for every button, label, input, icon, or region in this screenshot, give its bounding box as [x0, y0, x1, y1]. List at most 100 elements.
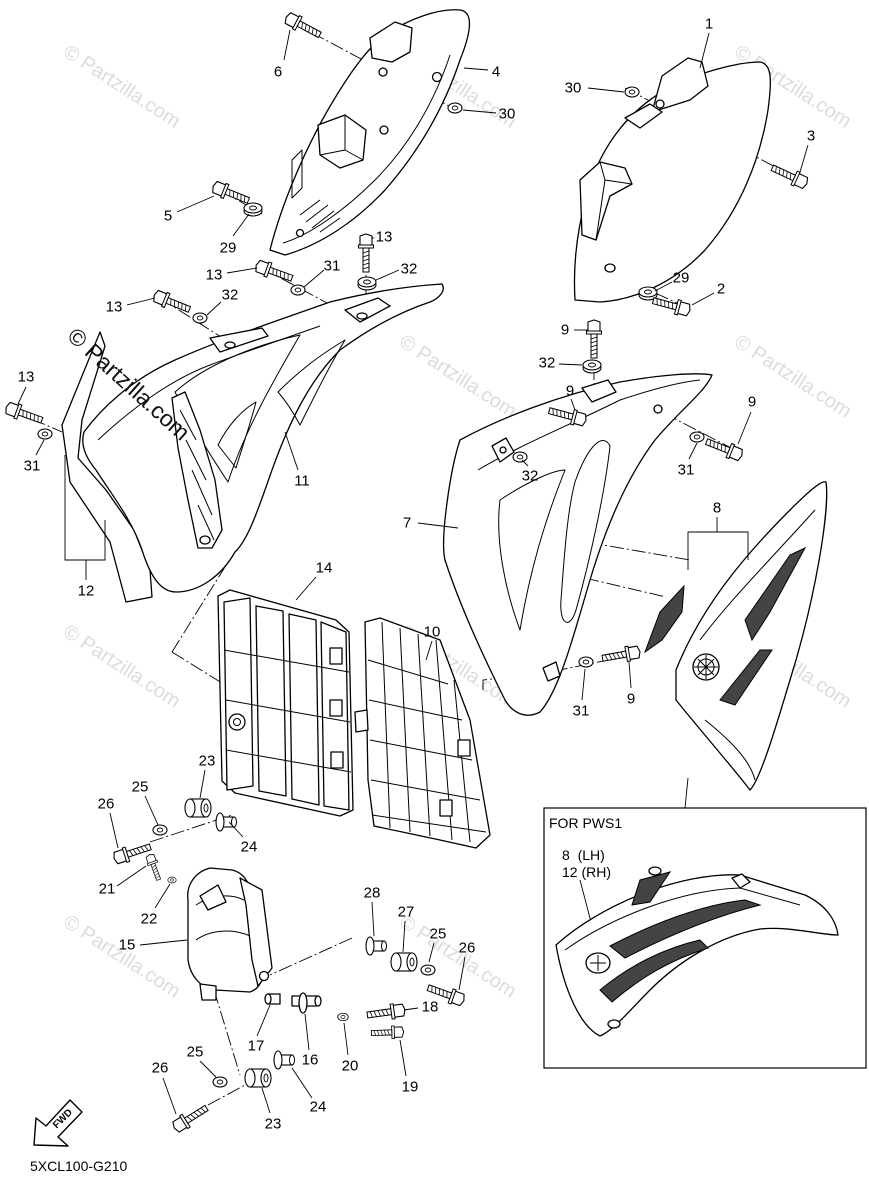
- callout-label: 20: [342, 1058, 359, 1075]
- callout-label: 19: [402, 1079, 419, 1096]
- cover-tab: [199, 884, 227, 911]
- leader-line: [154, 883, 171, 909]
- guard-slats: [223, 649, 352, 773]
- callout-label: 27: [398, 904, 415, 921]
- callout-label: 26: [98, 796, 115, 813]
- bracket-edge: [595, 161, 633, 241]
- washer-30-right: [624, 86, 640, 98]
- callout-label: 29: [220, 240, 237, 257]
- mount-hole: [356, 312, 368, 320]
- callout-label: 17: [248, 1038, 265, 1055]
- decal-small-piece: [643, 584, 685, 654]
- leader-line: [35, 439, 45, 456]
- callout-label: 8: [713, 500, 721, 517]
- leader-line: [17, 386, 27, 405]
- decal-graphic-block: [744, 546, 807, 642]
- callout-label: 7: [403, 515, 411, 532]
- collar-24: [273, 1050, 296, 1070]
- leader-line: [206, 301, 222, 316]
- guard-bars: [381, 621, 471, 843]
- washer-31: [689, 431, 705, 443]
- leader-line: [232, 213, 250, 237]
- shroud-raised-panel: [498, 469, 566, 631]
- louver: [255, 605, 287, 797]
- callout-label: 13: [376, 229, 393, 246]
- callout-label: 9: [627, 691, 635, 708]
- shroud-vent: [277, 339, 346, 426]
- callout-label: 10: [424, 624, 441, 641]
- leader-line: [199, 1060, 217, 1078]
- shroud-right-body: [443, 373, 713, 716]
- radiator-guard-10: [354, 617, 491, 849]
- leader-line: [628, 661, 632, 689]
- leader-line: [139, 939, 188, 946]
- decal-stripe: [704, 719, 756, 781]
- callout-label: 32: [222, 287, 239, 304]
- shroud-left-body: [82, 283, 444, 593]
- diagram-code: 5XCL100-G210: [30, 1158, 128, 1174]
- shroud-lower-tab: [542, 661, 561, 682]
- grommet-32: [357, 276, 377, 291]
- callout-label: 12: [78, 583, 95, 600]
- callout-label: 30: [565, 80, 582, 97]
- bolt-9: [703, 434, 746, 464]
- leader-line: [799, 144, 809, 173]
- leader-line: [261, 1087, 271, 1114]
- bolt-2: [650, 292, 693, 319]
- washer-31: [578, 656, 594, 668]
- radiator-guard-frame: [364, 617, 491, 849]
- bolt-3: [768, 160, 811, 192]
- leader-line: [228, 821, 244, 838]
- leader-line: [226, 267, 258, 274]
- callout-label: 24: [241, 839, 258, 856]
- lower-cover-15: [187, 867, 273, 1001]
- callouts-shroud-right: 9 32 9 9 31 32 7 8 9 31: [403, 322, 756, 720]
- leader-line: [162, 1077, 177, 1115]
- shroud-window: [217, 401, 257, 469]
- leader-line: [343, 1022, 349, 1056]
- callouts-side-cover-right: 1 30 3 29 2: [565, 16, 816, 298]
- leader-bracket: [687, 517, 749, 570]
- guard-boss: [228, 713, 246, 731]
- mount-hole: [648, 866, 662, 876]
- leader-line: [699, 32, 710, 69]
- callout-label: 32: [539, 355, 556, 372]
- bolt-18: [365, 1001, 407, 1023]
- watermark-text: © Partzilla.com: [59, 621, 184, 713]
- leader-line: [295, 576, 317, 601]
- washer-30-left: [447, 102, 463, 114]
- callout-label: 25: [187, 1044, 204, 1061]
- leader-line: [284, 431, 299, 471]
- callout-label: 22: [141, 911, 158, 928]
- callout-label: 13: [18, 369, 35, 386]
- collar-28: [365, 936, 388, 956]
- callout-label: 32: [401, 261, 418, 278]
- collar-23: [244, 1068, 272, 1088]
- callout-label: 24: [310, 1099, 327, 1116]
- leader-line: [304, 1013, 310, 1051]
- bolt-13: [357, 233, 375, 273]
- leader-line: [375, 269, 400, 281]
- leader-line: [126, 297, 156, 306]
- leader-bracket: [64, 455, 106, 580]
- leader-line: [176, 195, 215, 213]
- watermark-text: © Partzilla.com: [59, 41, 184, 133]
- collar-23: [184, 798, 212, 818]
- leader-line: [691, 292, 715, 306]
- callout-label: 23: [265, 1116, 282, 1133]
- leader-line: [654, 281, 673, 292]
- grommet-32: [512, 451, 528, 463]
- mount-hole: [653, 404, 663, 414]
- collar-17-end: [264, 993, 272, 1005]
- radiator-guard-14: [217, 589, 354, 817]
- washer-25: [152, 824, 168, 836]
- callout-label: 29: [673, 270, 690, 287]
- shroud-top-tab: [209, 327, 269, 353]
- mount-hole: [295, 228, 305, 238]
- louver: [288, 613, 320, 806]
- callout-label: 9: [748, 394, 756, 411]
- callout-label: 21: [99, 881, 116, 898]
- mount-hole: [224, 341, 236, 349]
- cover-tab-edge: [319, 115, 364, 161]
